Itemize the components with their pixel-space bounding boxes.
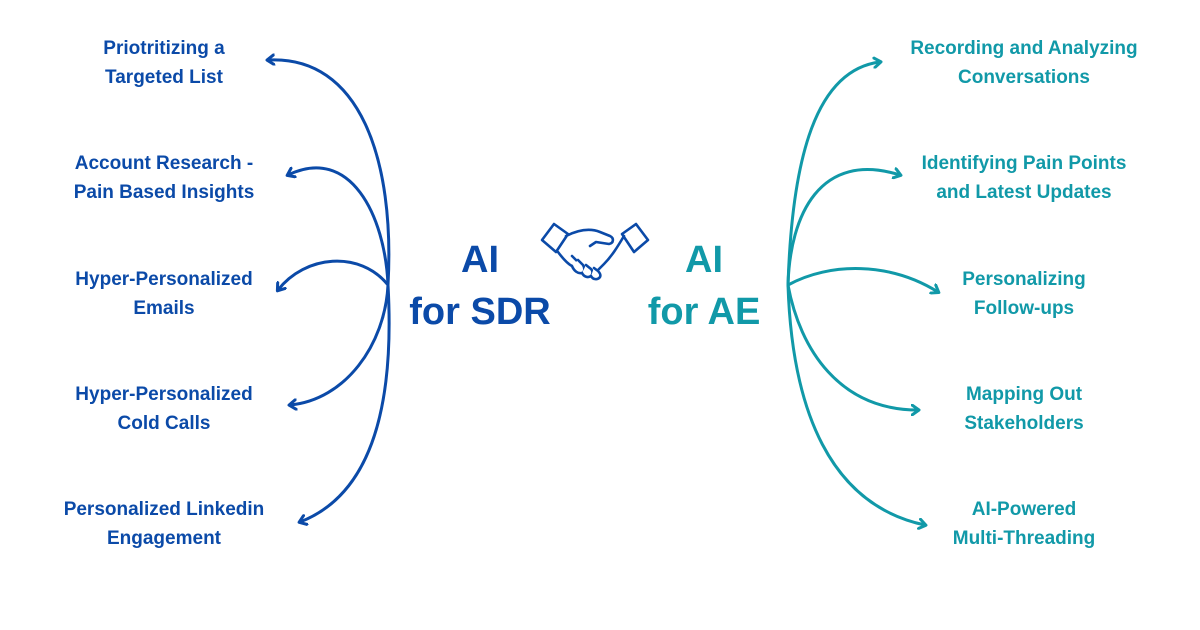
handshake-icon	[540, 222, 650, 281]
sdr-arrow-4	[290, 284, 390, 405]
ae-item-follow-ups: Personalizing Follow-ups	[962, 269, 1086, 319]
sdr-arrow-3	[278, 259, 390, 290]
ae-item-multi-threading: AI-Powered Multi-Threading	[952, 499, 1096, 549]
sdr-item-personalized-emails: Hyper-Personalized Emails	[75, 269, 253, 319]
ae-item-recording-conversations: Recording and Analyzing Conversations	[910, 38, 1138, 88]
sdr-item-account-research: Account Research - Pain Based Insights	[73, 153, 255, 203]
sdr-arrow-1	[268, 60, 391, 286]
ae-item-stakeholders: Mapping Out Stakeholders	[964, 384, 1084, 434]
ae-arrow-4	[786, 284, 918, 410]
ae-arrow-2	[786, 170, 900, 286]
ae-hub-title: AI for AE	[647, 239, 761, 333]
sdr-item-prioritizing-list: Priotritizing a Targeted List	[103, 38, 225, 88]
ae-arrow-1	[786, 62, 880, 286]
sdr-item-cold-calls: Hyper-Personalized Cold Calls	[75, 384, 253, 434]
sdr-arrow-5	[300, 284, 391, 522]
sdr-item-linkedin-engagement: Personalized Linkedin Engagement	[63, 499, 265, 549]
sdr-arrow-2	[288, 168, 390, 286]
ae-arrow-3	[787, 267, 938, 292]
ae-arrow-5	[786, 284, 925, 525]
ae-item-pain-points: Identifying Pain Points and Latest Updat…	[921, 153, 1127, 203]
sdr-hub-title: AI for SDR	[409, 239, 551, 333]
